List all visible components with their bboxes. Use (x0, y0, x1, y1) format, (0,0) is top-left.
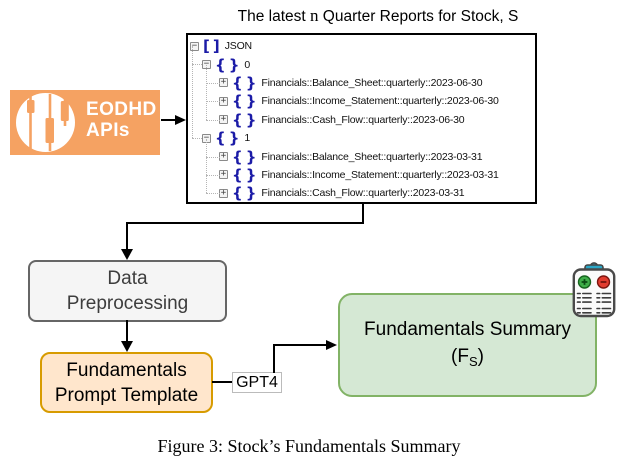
fundamentals-prompt-template-node: Fundamentals Prompt Template (40, 352, 213, 413)
tree-guide-line (206, 175, 220, 176)
object-brace-icon: {} (232, 184, 257, 203)
tree-guide-line (206, 101, 220, 102)
tree-row-label: Financials::Cash_Flow::quarterly::2023-0… (261, 187, 465, 200)
arrowhead-into-summary (326, 339, 337, 350)
tree-guide-line (206, 65, 207, 120)
tree-row: − {} 1 (188, 129, 535, 147)
tree-guide-line (206, 157, 220, 158)
preprocessing-label-line2: Preprocessing (66, 293, 189, 314)
expand-icon[interactable]: + (219, 114, 228, 125)
data-preprocessing-node: Data Preprocessing (28, 260, 227, 322)
tree-row: + {} Financials::Balance_Sheet::quarterl… (188, 147, 535, 165)
tree-guide-line (192, 64, 202, 65)
json-tree-panel: − [] JSON − {} 0 + {} Financials::Balanc… (186, 33, 537, 204)
connector-gpt4-to-summary (273, 344, 275, 373)
expand-icon[interactable]: + (219, 169, 228, 180)
tree-row-label: 0 (244, 58, 251, 71)
expand-icon[interactable]: + (219, 187, 228, 198)
gpt4-label: GPT4 (236, 373, 278, 391)
title-suffix: Quarter Reports for Stock, S (318, 8, 519, 25)
tree-row: + {} Financials::Income_Statement::quart… (188, 166, 535, 184)
expand-icon[interactable]: + (219, 151, 228, 162)
object-brace-icon: {} (215, 129, 240, 148)
tree-row: + {} Financials::Balance_Sheet::quarterl… (188, 74, 535, 92)
arrowhead-into-preprocessing (121, 249, 133, 260)
title-math-n: n (310, 6, 319, 25)
object-brace-icon: {} (232, 73, 257, 92)
tree-row-label: Financials::Balance_Sheet::quarterly::20… (261, 150, 483, 163)
connector-json-to-preprocessing (362, 203, 364, 224)
tree-guide-line (192, 138, 202, 139)
connector-json-to-preprocessing (126, 222, 128, 250)
tree-row-label: Financials::Balance_Sheet::quarterly::20… (261, 76, 483, 89)
connector-eodhd-to-json (161, 119, 176, 121)
tree-row-label: Financials::Income_Statement::quarterly:… (261, 95, 499, 108)
object-brace-icon: {} (232, 110, 257, 129)
preprocessing-label-line1: Data (107, 268, 148, 289)
tree-row: − [] JSON (188, 37, 535, 55)
expand-icon[interactable]: + (219, 77, 228, 88)
clipboard-summary-icon (571, 262, 617, 319)
tree-row-label: Financials::Cash_Flow::quarterly::2023-0… (261, 113, 465, 126)
object-brace-icon: {} (232, 147, 257, 166)
arrowhead-into-json-panel (175, 114, 186, 125)
tree-guide-line (206, 139, 207, 193)
fs-subscript: S (468, 353, 478, 369)
diagram-title: The latest n Quarter Reports for Stock, … (168, 6, 588, 26)
tree-row-label: 1 (244, 132, 251, 145)
figure-caption: Figure 3: Stock’s Fundamentals Summary (157, 436, 461, 456)
summary-label-line1: Fundamentals Summary (364, 318, 571, 340)
tree-row-label: JSON (224, 40, 252, 53)
tree-guide-line (206, 83, 220, 84)
tree-guide-line (206, 120, 220, 121)
prompt-label-line1: Fundamentals (66, 359, 187, 381)
eodhd-label-line2: APIs (86, 120, 130, 141)
tree-guide-line (206, 193, 220, 194)
connector-json-to-preprocessing (126, 222, 364, 224)
json-tree: − [] JSON − {} 0 + {} Financials::Balanc… (188, 35, 535, 202)
gpt4-label-box: GPT4 (232, 372, 282, 393)
connector-gpt4-to-summary (273, 344, 327, 346)
eodhd-label-line1: EODHD (86, 99, 157, 120)
eodhd-api-node: EODHD APIs (10, 90, 160, 155)
connector-preprocessing-to-prompt (126, 320, 128, 342)
fundamentals-summary-node: Fundamentals Summary (FS) (338, 293, 597, 397)
tree-guide-line (192, 46, 193, 138)
array-bracket-icon: [] (203, 37, 220, 56)
summary-label-fs: (FS) (451, 345, 484, 369)
tree-row: − {} 0 (188, 55, 535, 73)
arrowhead-into-prompt-template (121, 341, 133, 352)
object-brace-icon: {} (215, 55, 240, 74)
object-brace-icon: {} (232, 92, 257, 111)
prompt-label-line2: Prompt Template (54, 384, 199, 406)
connector-prompt-to-gpt4 (212, 381, 232, 383)
collapse-icon[interactable]: − (190, 40, 199, 51)
object-brace-icon: {} (232, 165, 257, 184)
tree-row: + {} Financials::Cash_Flow::quarterly::2… (188, 184, 535, 202)
tree-row: + {} Financials::Cash_Flow::quarterly::2… (188, 111, 535, 129)
candlestick-chart-icon (16, 93, 75, 152)
tree-row-label: Financials::Income_Statement::quarterly:… (261, 168, 499, 181)
expand-icon[interactable]: + (219, 95, 228, 106)
tree-row: + {} Financials::Income_Statement::quart… (188, 92, 535, 110)
title-prefix: The latest (237, 8, 310, 25)
